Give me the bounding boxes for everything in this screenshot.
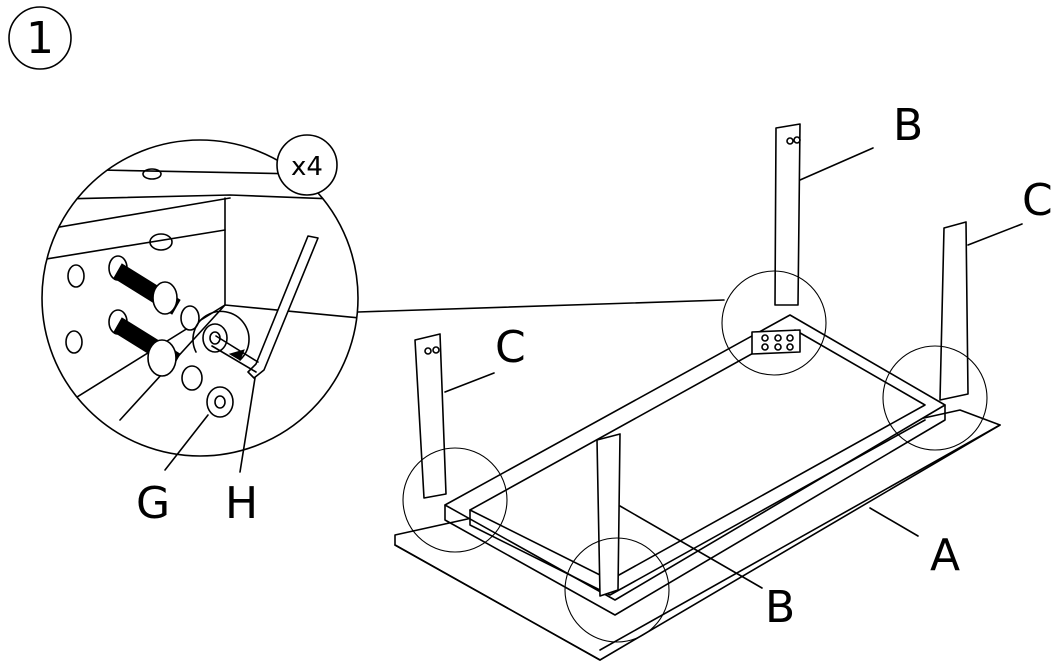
leg-c-left [414, 333, 447, 499]
label-c-left: C [495, 322, 526, 373]
apron-frame [444, 314, 946, 616]
step-badge: 1 [8, 6, 72, 70]
joint-circle-front [564, 537, 670, 643]
bolt-lower [113, 317, 234, 418]
label-h: H [225, 478, 258, 529]
quantity-label: x4 [291, 152, 323, 182]
label-b-back: B [893, 100, 923, 151]
joint-circle-left [402, 447, 508, 553]
leg-b-back [774, 123, 801, 306]
step-number: 1 [26, 13, 54, 64]
label-g: G [136, 478, 170, 529]
corner-bracket [751, 329, 801, 355]
joint-circle-back [721, 270, 827, 376]
hex-key [211, 235, 319, 379]
label-a: A [930, 530, 960, 581]
label-c-right: C [1022, 175, 1053, 226]
leg-c-right [939, 221, 969, 401]
detail-magnifier: x4 [41, 134, 725, 457]
label-b-front: B [765, 582, 795, 633]
leg-b-front [596, 433, 621, 597]
bolt-upper [113, 263, 228, 353]
joint-circle-right [882, 345, 988, 451]
